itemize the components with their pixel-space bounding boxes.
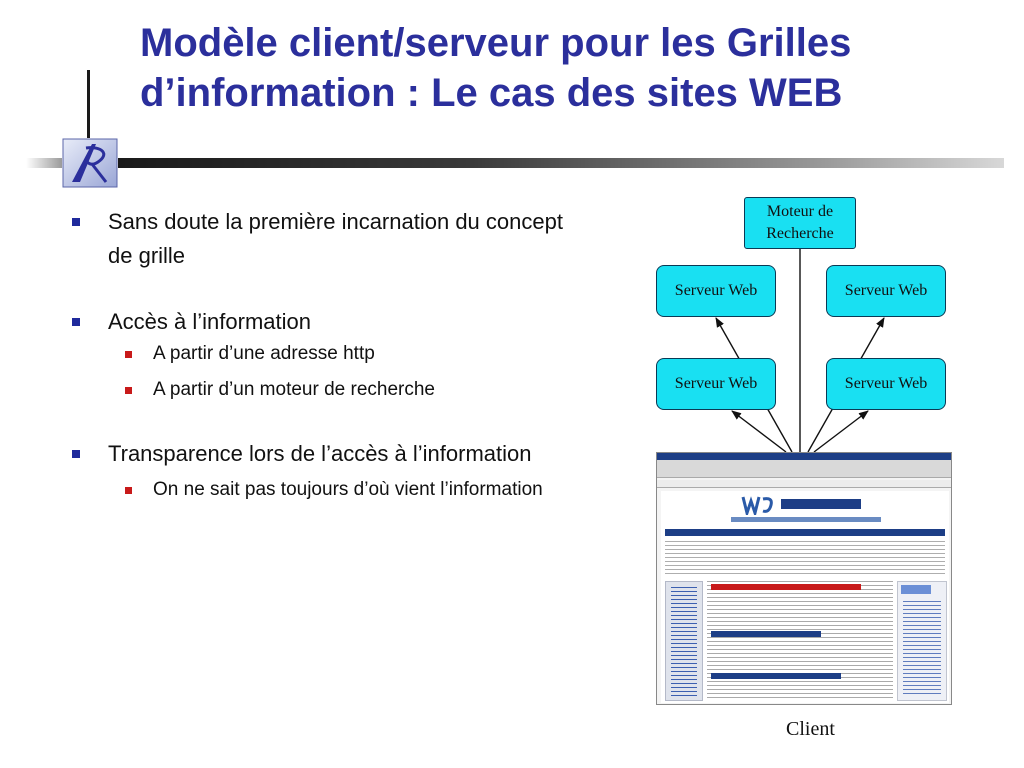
browser-title-bar (657, 453, 951, 460)
browser-toolbar (657, 460, 951, 478)
bullet-text: Sans doute la première incarnation du co… (108, 209, 563, 268)
web-server-box: Serveur Web (826, 265, 946, 317)
sub-bullet-marker (125, 487, 132, 494)
browser-page-content (661, 491, 949, 703)
search-engine-label-line-2: Recherche (766, 225, 834, 242)
bullet-marker (72, 218, 80, 226)
slide-logo (62, 138, 118, 188)
bullet-marker (72, 450, 80, 458)
arrow-to-server-4 (813, 410, 869, 453)
bullet-text: Accès à l’information (108, 309, 311, 334)
bullet-item: Transparence lors de l’accès à l’informa… (70, 437, 590, 471)
browser-address-bar (657, 480, 951, 488)
bullet-marker (72, 318, 80, 326)
slide-title-line-2: d’information : Le cas des sites WEB (140, 71, 843, 115)
bullet-item: Accès à l’information (70, 305, 590, 339)
decorative-bar-right (118, 158, 1004, 168)
bullet-list: Sans doute la première incarnation du co… (70, 205, 590, 505)
slide-title: Modèle client/serveur pour les Grilles d… (140, 18, 1010, 118)
slide-title-line-1: Modèle client/serveur pour les Grilles (140, 21, 852, 65)
bullet-item: Sans doute la première incarnation du co… (70, 205, 590, 273)
client-label: Client (786, 718, 835, 740)
w3c-logo-image (741, 495, 861, 519)
sub-bullet-item: A partir d’une adresse http (70, 339, 590, 369)
bullet-text: Transparence lors de l’accès à l’informa… (108, 441, 532, 466)
web-server-box: Serveur Web (656, 265, 776, 317)
sub-bullet-text: A partir d’un moteur de recherche (153, 379, 435, 400)
search-engine-label-line-1: Moteur de (766, 203, 834, 220)
arrow-to-server-3 (731, 410, 787, 453)
sub-bullet-marker (125, 351, 132, 358)
sub-bullet-text: A partir d’une adresse http (153, 343, 375, 364)
sub-bullet-marker (125, 387, 132, 394)
sub-bullet-text: On ne sait pas toujours d’où vient l’inf… (153, 479, 543, 500)
search-engine-box: Moteur de Recherche (744, 197, 856, 249)
web-server-box: Serveur Web (656, 358, 776, 410)
decorative-vertical-line (87, 70, 90, 138)
web-server-box: Serveur Web (826, 358, 946, 410)
sub-bullet-item: A partir d’un moteur de recherche (70, 375, 590, 405)
client-browser-screenshot (656, 452, 952, 705)
sub-bullet-item: On ne sait pas toujours d’où vient l’inf… (70, 475, 590, 505)
decorative-bar-left (26, 158, 62, 168)
